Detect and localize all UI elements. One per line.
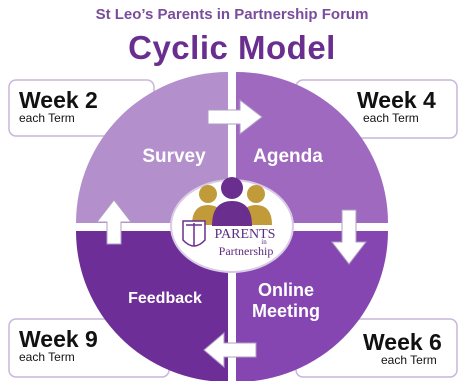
school-crest-icon bbox=[182, 220, 206, 247]
arrow-up-icon bbox=[95, 199, 133, 245]
week-6-sub: each Term bbox=[381, 353, 437, 367]
segment-label-survey: Survey bbox=[142, 146, 206, 167]
quadrant-agenda bbox=[236, 72, 388, 223]
people-logo-icon bbox=[192, 177, 272, 226]
week-6-callout: Week 6 each Term bbox=[363, 330, 442, 367]
logo-text-parents: PARENTS bbox=[215, 227, 276, 242]
segment-label-agenda: Agenda bbox=[253, 146, 323, 167]
week-4-sub: each Term bbox=[363, 111, 419, 125]
segment-label-online-meeting: Online Meeting bbox=[251, 280, 320, 321]
week-4-label: Week 4 bbox=[357, 87, 436, 113]
segment-label-feedback: Feedback bbox=[128, 290, 202, 307]
quadrant-survey bbox=[76, 72, 228, 223]
week-2-sub: each Term bbox=[19, 111, 75, 125]
week-4-callout: Week 4 each Term bbox=[357, 88, 436, 125]
week-9-label: Week 9 bbox=[19, 326, 98, 352]
arrow-left-icon bbox=[203, 331, 257, 369]
week-9-callout: Week 9 each Term bbox=[19, 327, 98, 364]
week-2-callout: Week 2 each Term bbox=[19, 88, 98, 125]
arrow-right-icon bbox=[207, 98, 263, 136]
logo-text-partnership: Partnership bbox=[219, 244, 274, 258]
page-title: Cyclic Model bbox=[128, 29, 336, 66]
week-2-label: Week 2 bbox=[19, 87, 98, 113]
week-6-label: Week 6 bbox=[363, 329, 442, 355]
forum-title: St Leo’s Parents in Partnership Forum bbox=[95, 6, 369, 23]
week-9-sub: each Term bbox=[19, 350, 75, 364]
quadrant-feedback bbox=[76, 231, 228, 381]
logo-text-in: in bbox=[261, 238, 267, 246]
arrow-down-icon bbox=[330, 209, 368, 265]
quadrant-online-meeting bbox=[236, 231, 388, 381]
